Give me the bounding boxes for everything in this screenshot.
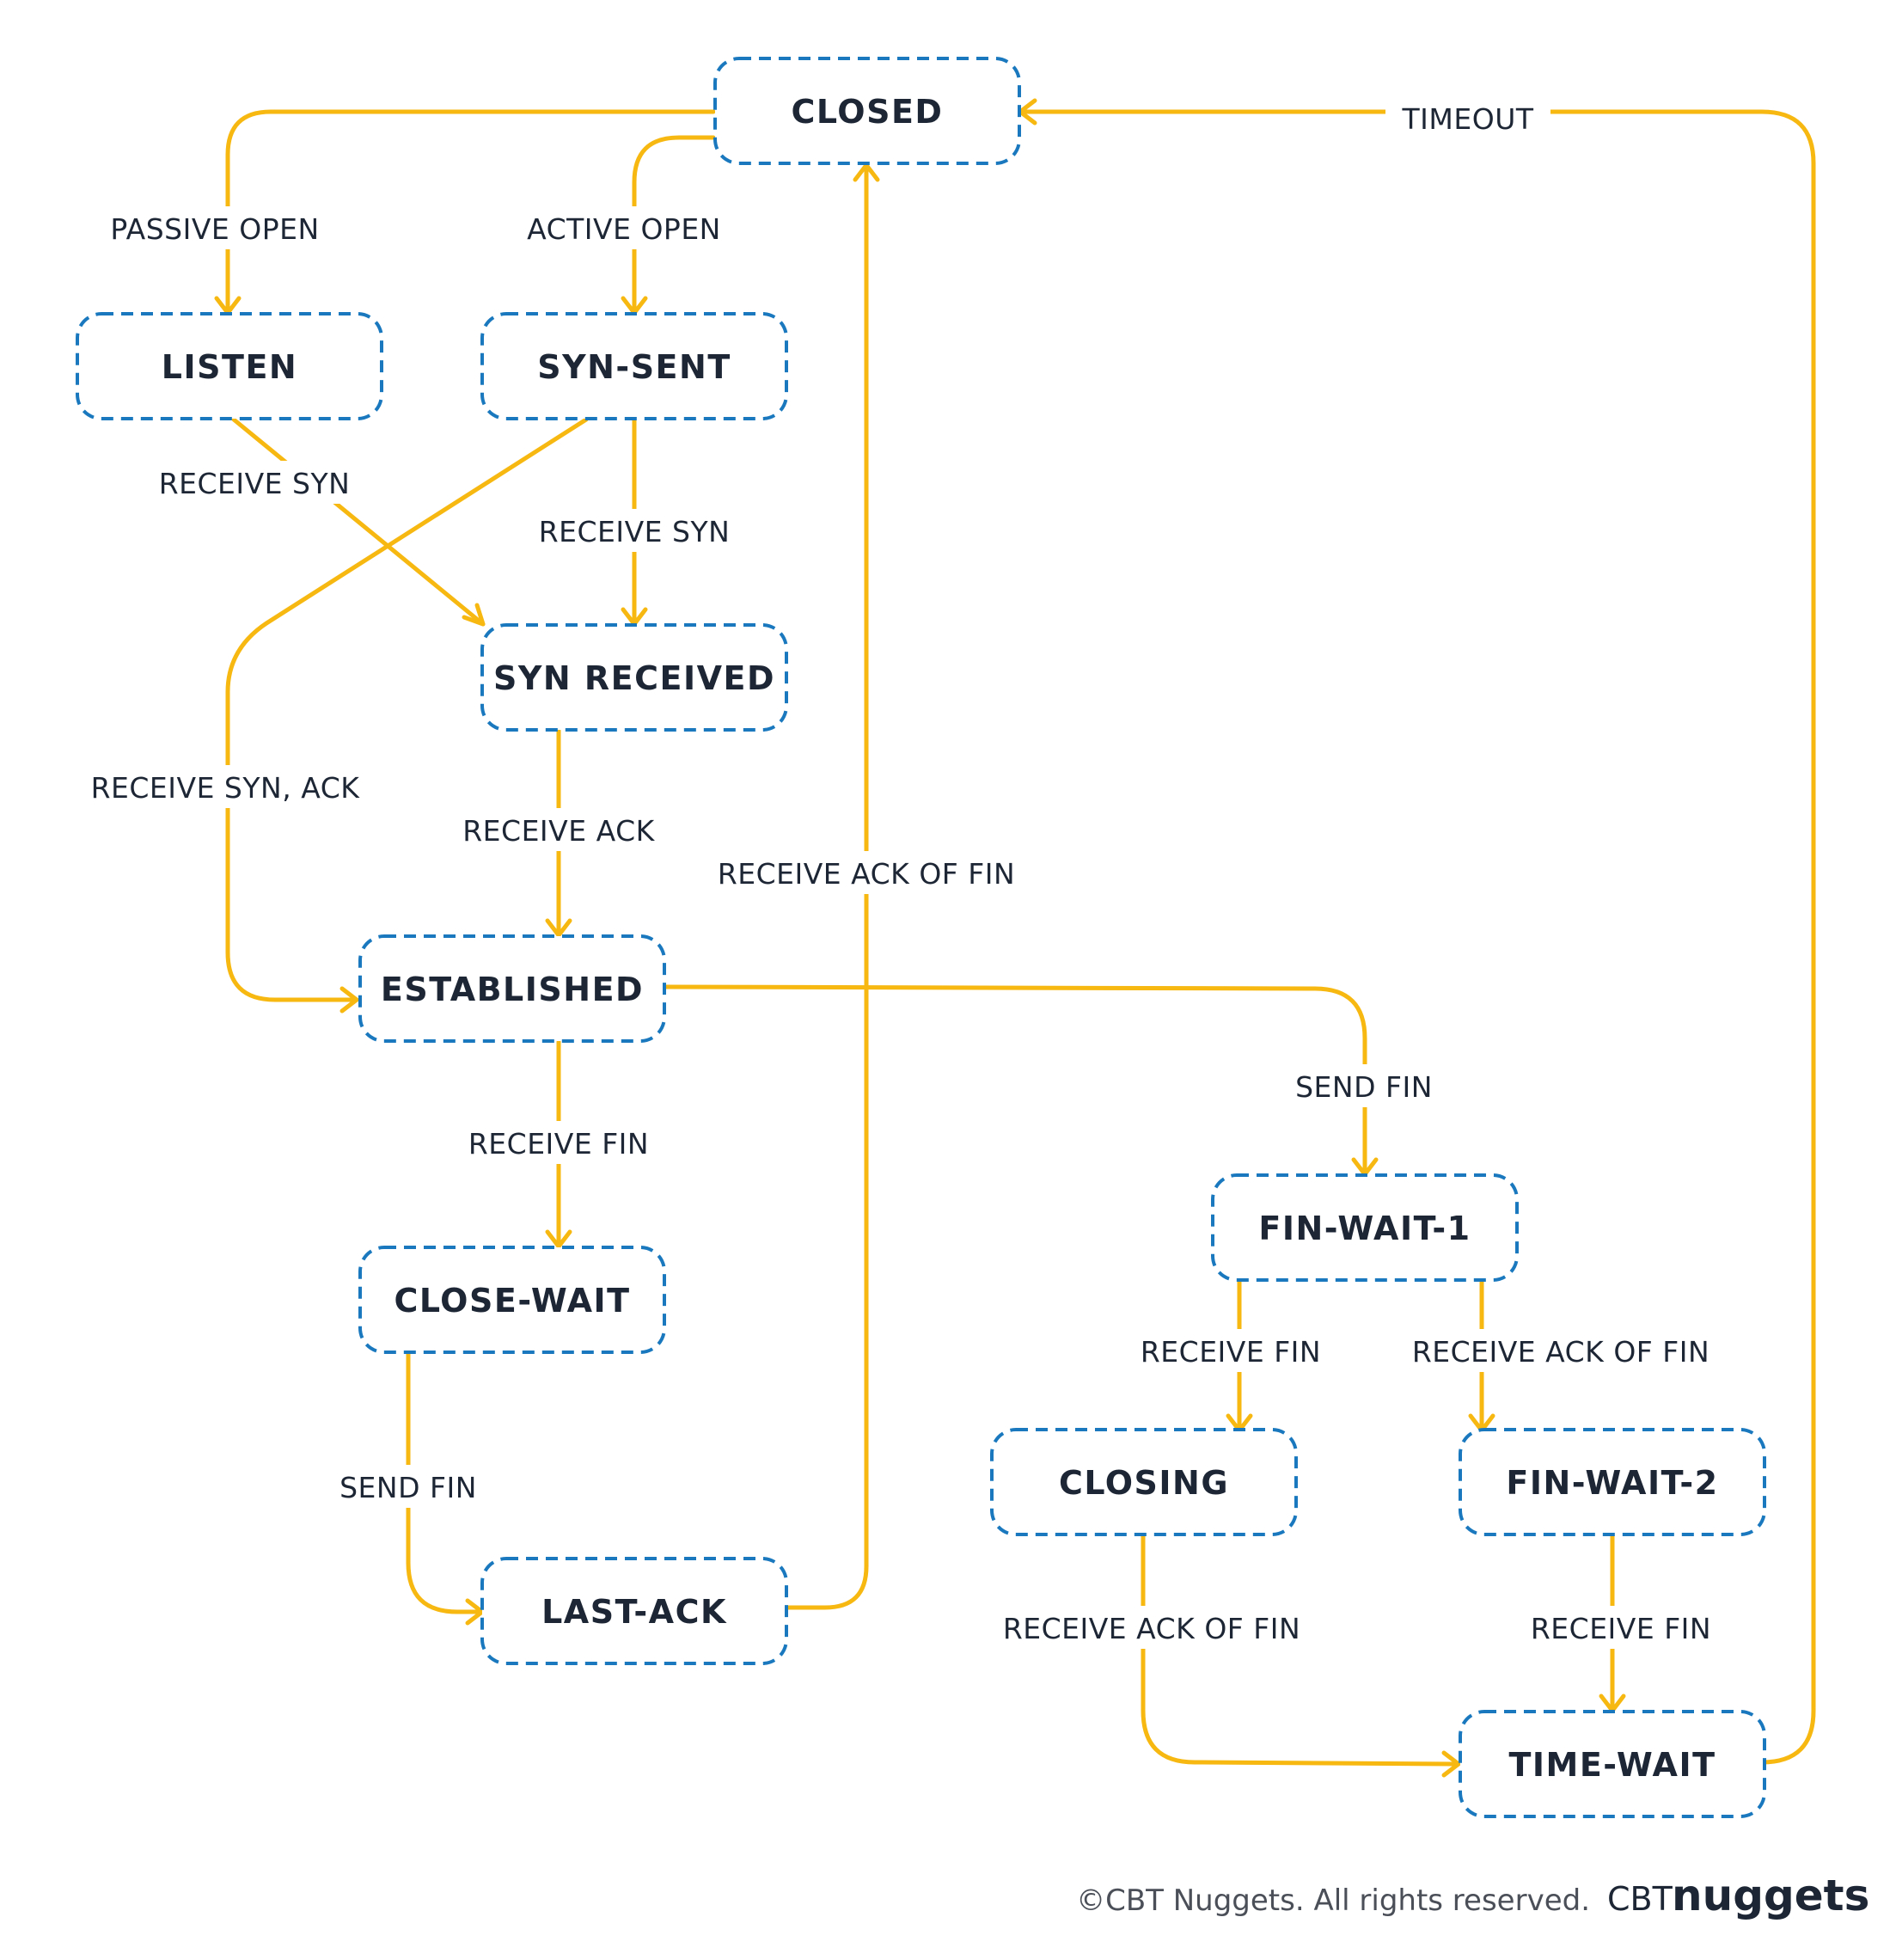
state-closed: CLOSED — [713, 57, 1021, 165]
arrowhead-established-from-synsent — [339, 986, 359, 1014]
label-active-open: ACTIVE OPEN — [527, 212, 721, 246]
label-closing-receive-ack-of-fin: RECEIVE ACK OF FIN — [1003, 1612, 1300, 1645]
state-syn-sent-label: SYN-SENT — [537, 348, 731, 386]
label-finwait1-receive-ack-of-fin: RECEIVE ACK OF FIN — [1412, 1335, 1709, 1369]
brand-name: nuggets — [1672, 1871, 1869, 1920]
arrowhead-timewait-from-closing — [1441, 1750, 1461, 1778]
brand-prefix: CBT — [1607, 1880, 1673, 1918]
label-lastack-receive-ack-of-fin: RECEIVE ACK OF FIN — [718, 857, 1015, 891]
state-last-ack: LAST-ACK — [480, 1557, 788, 1665]
edge-closewait-send-fin — [406, 1351, 482, 1614]
edge-established-send-fin — [662, 984, 1367, 1173]
state-time-wait: TIME-WAIT — [1459, 1710, 1766, 1818]
state-closing-label: CLOSING — [1059, 1464, 1229, 1502]
state-time-wait-label: TIME-WAIT — [1508, 1746, 1716, 1784]
state-syn-sent: SYN-SENT — [480, 312, 788, 420]
state-fin-wait-1-label: FIN-WAIT-1 — [1258, 1210, 1471, 1247]
label-established-send-fin: SEND FIN — [1295, 1070, 1433, 1104]
state-established-label: ESTABLISHED — [381, 971, 644, 1008]
label-synsent-receive-syn: RECEIVE SYN — [539, 515, 731, 548]
arrowhead-closewait — [545, 1229, 572, 1249]
arrowhead-syn-received-from-listen — [462, 603, 486, 627]
label-finwait1-receive-fin: RECEIVE FIN — [1141, 1335, 1321, 1369]
state-listen-label: LISTEN — [162, 348, 297, 386]
state-last-ack-label: LAST-ACK — [541, 1593, 727, 1631]
edge-timeout — [1018, 109, 1816, 1765]
edge-passive-open — [225, 109, 716, 312]
state-close-wait-label: CLOSE-WAIT — [394, 1282, 630, 1320]
label-receive-ack: RECEIVE ACK — [462, 814, 655, 848]
states: CLOSED LISTEN SYN-SENT SYN RECEIVED ESTA… — [76, 57, 1766, 1818]
copyright-text: ©CBT Nuggets. All rights reserved. — [1076, 1883, 1590, 1918]
edge-listen-receive-syn — [231, 417, 486, 627]
label-finwait2-receive-fin: RECEIVE FIN — [1531, 1612, 1711, 1645]
label-timeout: TIMEOUT — [1402, 102, 1534, 136]
state-fin-wait-2-label: FIN-WAIT-2 — [1506, 1464, 1718, 1502]
transition-labels: PASSIVE OPEN ACTIVE OPEN TIMEOUT RECEIVE… — [89, 96, 1716, 1649]
arrowhead-established-from-synreceived — [545, 918, 572, 938]
state-closing: CLOSING — [990, 1428, 1298, 1536]
edge-active-open — [632, 135, 716, 312]
label-listen-receive-syn: RECEIVE SYN — [159, 467, 351, 500]
state-syn-received-label: SYN RECEIVED — [493, 659, 775, 697]
state-fin-wait-2: FIN-WAIT-2 — [1459, 1428, 1766, 1536]
state-close-wait: CLOSE-WAIT — [358, 1246, 666, 1354]
state-fin-wait-1: FIN-WAIT-1 — [1211, 1173, 1519, 1282]
label-established-receive-fin: RECEIVE FIN — [468, 1127, 649, 1161]
state-syn-received: SYN RECEIVED — [480, 623, 788, 732]
label-receive-syn-ack: RECEIVE SYN, ACK — [91, 771, 361, 805]
brand-logo: CBT nuggets — [1607, 1871, 1869, 1920]
edge-closing-receive-ack-of-fin — [1141, 1533, 1459, 1767]
edge-receive-syn-ack — [225, 417, 589, 1002]
state-listen: LISTEN — [76, 312, 383, 420]
label-closewait-send-fin: SEND FIN — [339, 1471, 477, 1504]
edge-lastack-receive-ack-of-fin — [784, 166, 869, 1610]
state-closed-label: CLOSED — [792, 93, 944, 131]
label-passive-open: PASSIVE OPEN — [110, 212, 319, 246]
footer: ©CBT Nuggets. All rights reserved. CBT n… — [1076, 1871, 1869, 1920]
state-established: ESTABLISHED — [358, 934, 666, 1043]
